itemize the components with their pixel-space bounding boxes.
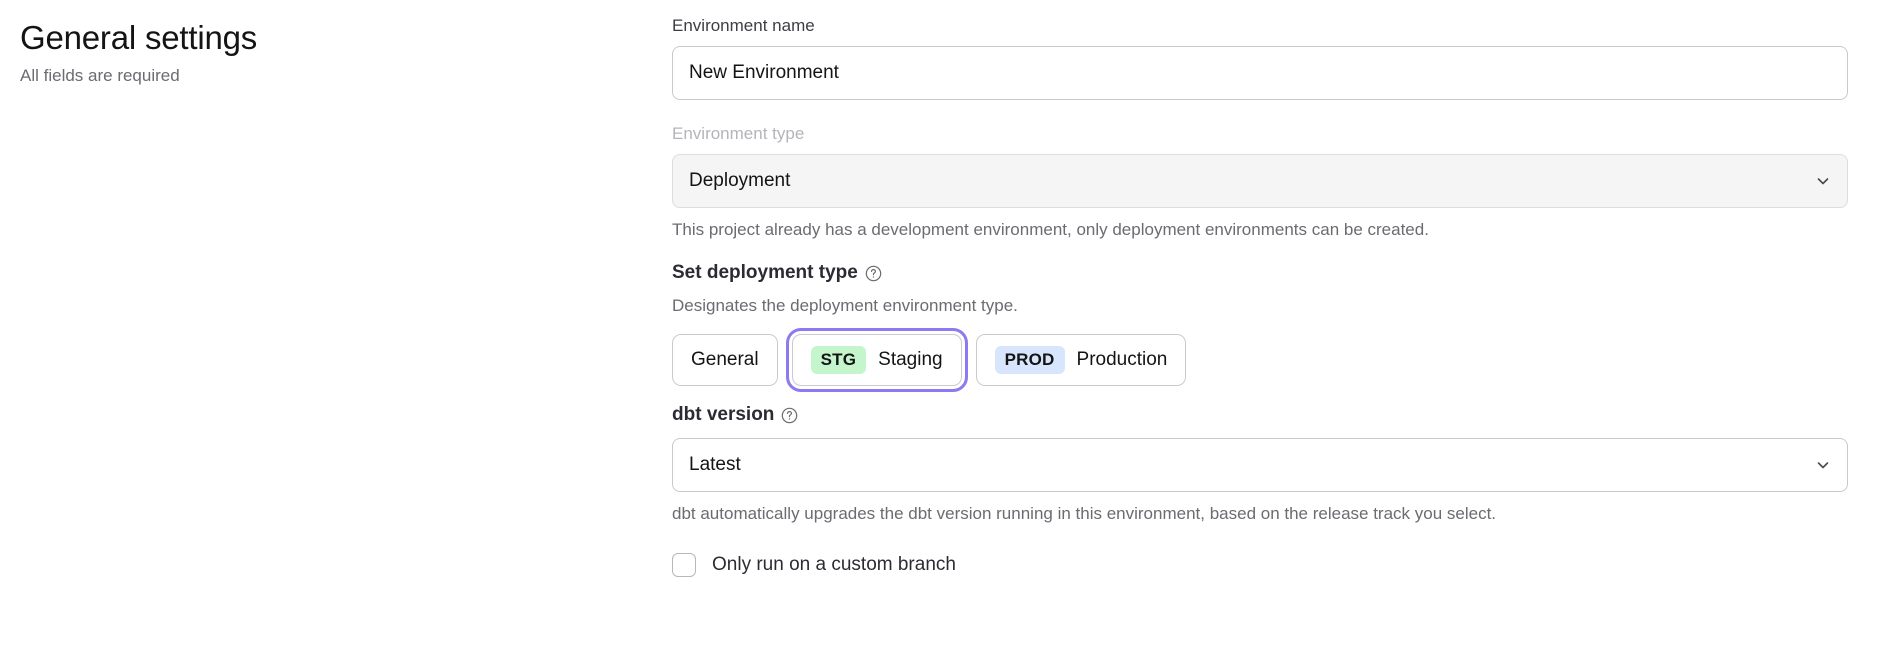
environment-type-field-group: Environment type Deployment This project… [672,122,1848,242]
dbt-version-field-group: dbt version Latest dbt automatically upg… [672,402,1848,526]
environment-name-label: Environment name [672,14,1848,38]
deployment-type-option-staging-label: Staging [878,349,942,371]
deployment-type-option-general[interactable]: General [672,334,778,386]
question-circle-icon[interactable] [781,407,798,424]
deployment-type-heading-label: Set deployment type [672,260,858,286]
deployment-type-group: Set deployment type Designates the deplo… [672,260,1848,386]
deployment-type-option-general-label: General [691,349,759,371]
dbt-version-heading: dbt version [672,402,1848,428]
environment-type-select[interactable]: Deployment [672,154,1848,208]
dbt-version-label: dbt version [672,402,774,428]
chevron-down-icon [1815,457,1831,473]
page-subtitle: All fields are required [20,64,672,88]
environment-name-input[interactable]: New Environment [672,46,1848,100]
environment-type-value: Deployment [689,170,790,192]
general-settings-form: Environment name New Environment Environ… [672,0,1868,578]
deployment-type-options: General STG Staging PROD Production [672,334,1848,386]
environment-type-helper: This project already has a development e… [672,218,1848,242]
environment-name-value: New Environment [689,62,839,84]
page-title: General settings [20,18,672,58]
deployment-type-option-staging[interactable]: STG Staging [792,334,962,386]
deployment-type-description: Designates the deployment environment ty… [672,294,1848,318]
deployment-type-option-production-label: Production [1077,349,1168,371]
question-circle-icon[interactable] [865,265,882,282]
deployment-type-option-production[interactable]: PROD Production [976,334,1187,386]
production-badge: PROD [995,346,1065,374]
staging-badge: STG [811,346,867,374]
dbt-version-select[interactable]: Latest [672,438,1848,492]
environment-type-label: Environment type [672,122,1848,146]
deployment-type-heading: Set deployment type [672,260,1848,286]
custom-branch-checkbox[interactable] [672,553,696,577]
custom-branch-label: Only run on a custom branch [712,552,956,578]
custom-branch-row[interactable]: Only run on a custom branch [672,552,1848,578]
dbt-version-value: Latest [689,454,741,476]
settings-header-column: General settings All fields are required [0,0,672,88]
chevron-down-icon [1815,173,1831,189]
environment-name-field-group: Environment name New Environment [672,14,1848,100]
dbt-version-helper: dbt automatically upgrades the dbt versi… [672,502,1848,526]
